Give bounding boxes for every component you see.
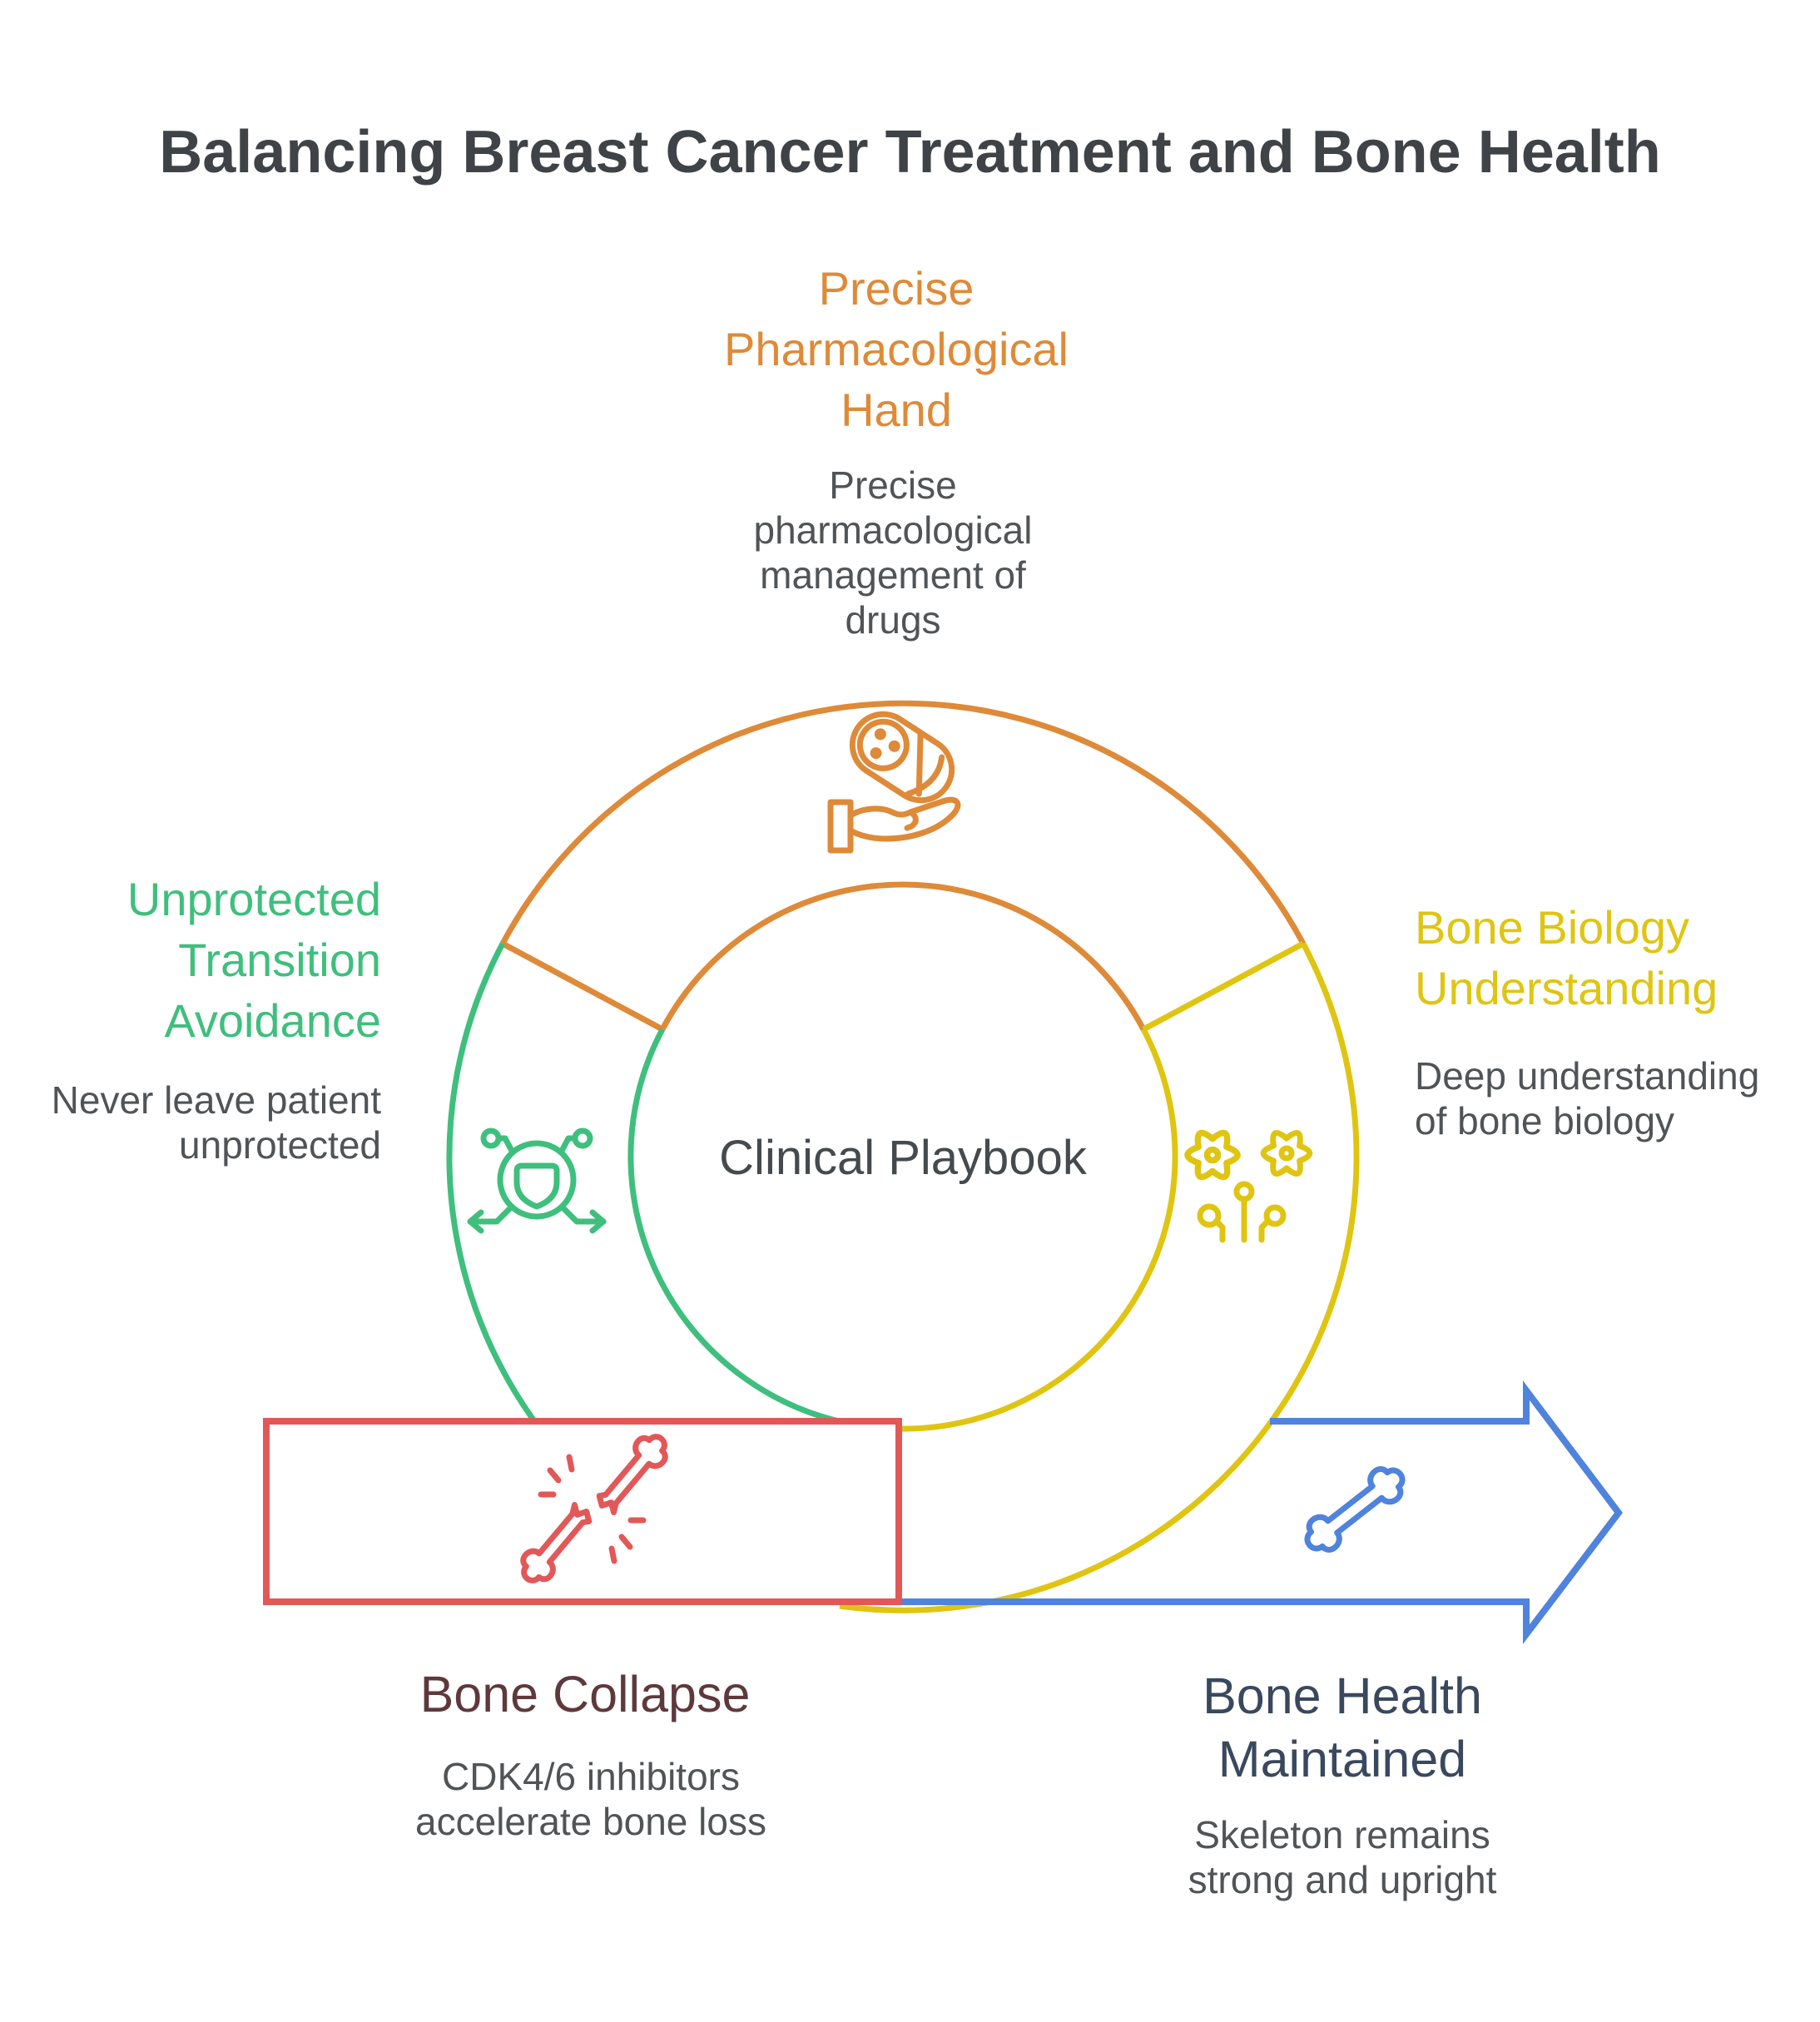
pharmacological-heading: Precise Pharmacological Hand	[724, 262, 1069, 436]
transition-heading: Unprotected Transition Avoidance	[126, 873, 381, 1047]
yellow-inner-arc	[865, 1028, 1178, 1432]
maintained-description: Skeleton remains strong and upright	[1188, 1813, 1497, 1901]
orange-divider-line	[501, 940, 664, 1033]
donut-segment-biology	[839, 940, 1360, 1613]
pharmacological-description: Precise pharmacological management of dr…	[753, 463, 1033, 642]
orange-outer-arc	[499, 700, 1307, 945]
green-inner-arc	[627, 1028, 847, 1426]
orange-inner-arc	[659, 881, 1147, 1031]
shield-network-icon	[467, 1127, 607, 1234]
bone-icon	[1304, 1466, 1406, 1553]
biology-description: Deep understanding of bone biology	[1415, 1054, 1760, 1142]
bone-cells-icon	[1184, 1129, 1313, 1243]
biology-heading: Bone Biology Understanding	[1415, 901, 1718, 1014]
page-title: Balancing Breast Cancer Treatment and Bo…	[159, 119, 1661, 186]
maintained-heading: Bone Health Maintained	[1203, 1668, 1482, 1787]
broken-bone-icon	[520, 1434, 668, 1583]
bone-health-arrow	[902, 1380, 1624, 1644]
yellow-outer-arc	[839, 942, 1360, 1613]
transition-description: Never leave patient unprotected	[51, 1078, 381, 1167]
collapse-heading: Bone Collapse	[419, 1666, 751, 1722]
center-label: Clinical Playbook	[719, 1131, 1087, 1185]
yellow-divider-line	[1142, 940, 1305, 1033]
pill-in-hand-icon	[827, 711, 961, 854]
donut-segment-pharmacological	[499, 700, 1307, 1033]
collapse-description: CDK4/6 inhibitors accelerate bone loss	[415, 1755, 766, 1843]
